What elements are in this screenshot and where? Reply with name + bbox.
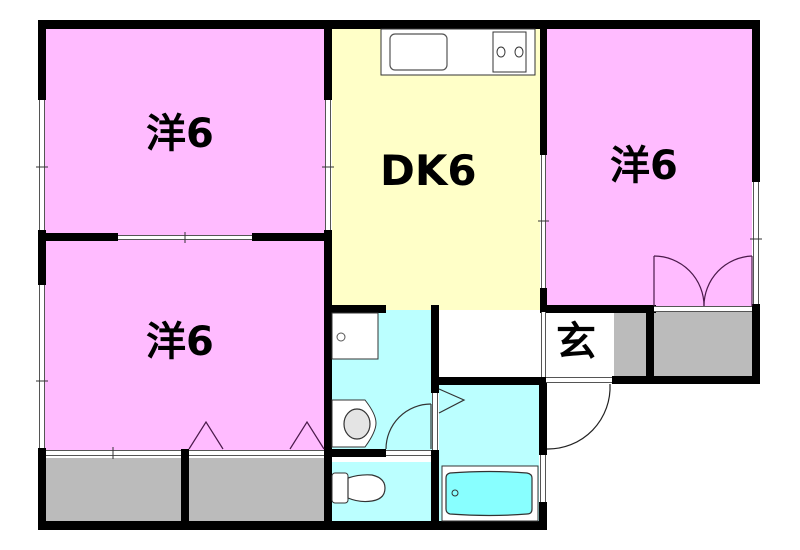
closet-right — [654, 312, 752, 376]
wall-left — [38, 20, 46, 100]
window-left-bottom — [39, 285, 45, 448]
hallway-area — [439, 310, 539, 378]
closet-folding-door-marks — [188, 420, 325, 450]
bathroom-door-marker — [438, 388, 466, 414]
wall-divider-left — [324, 230, 332, 530]
window-divider-left — [325, 100, 331, 230]
room-label-western-top-left: 洋6 — [146, 111, 214, 157]
wall-right — [752, 20, 760, 182]
western-room-bottom-left-area — [44, 240, 328, 453]
wall-closet-divider — [181, 449, 189, 529]
kitchen-sink-icon — [389, 33, 448, 71]
wall-left — [38, 448, 46, 530]
window-left-top — [39, 100, 45, 230]
entrance-door-opening — [546, 377, 612, 383]
window-right — [753, 182, 759, 304]
wall-toilet-top — [324, 449, 386, 457]
wall-divider-left — [324, 20, 332, 100]
wall-right — [752, 304, 760, 384]
wall-bottom — [38, 521, 547, 530]
bathtub-icon — [441, 465, 539, 522]
room-label-western-right: 洋6 — [610, 143, 678, 189]
kitchen-counter — [380, 28, 536, 76]
entrance-door-swing — [546, 383, 611, 450]
wall-between-left-rooms — [252, 233, 332, 241]
entrance-area — [546, 312, 612, 376]
wall-closet-right-left — [646, 305, 654, 384]
closet-bottom-left-2 — [189, 458, 325, 522]
washroom-door-opening — [386, 450, 431, 456]
wall-washroom-top — [324, 305, 386, 313]
wall-divider-right — [540, 20, 547, 155]
closet-door-bottom-left-2 — [189, 450, 324, 456]
entrance-step — [541, 312, 546, 377]
wall-bathroom-right — [539, 377, 547, 455]
closet-double-door-swing — [653, 255, 753, 307]
wall-bathroom-top — [431, 377, 547, 385]
wall-top — [38, 20, 758, 29]
room-label-dining-kitchen: DK6 — [380, 146, 477, 195]
closet-door-right — [654, 306, 752, 312]
closet-bottom-left-1 — [44, 458, 181, 522]
wall-left-room-bottom — [38, 448, 46, 456]
bathroom-door-opening — [432, 393, 438, 450]
wall-washroom-right — [431, 450, 439, 530]
washing-machine-pan — [331, 312, 379, 360]
shoe-storage — [614, 312, 646, 376]
window-ticks — [36, 166, 762, 459]
room-label-entrance: 玄 — [556, 319, 596, 365]
wall-between-left-rooms — [38, 233, 118, 241]
western-room-top-left-area — [44, 28, 328, 236]
wall-left — [38, 230, 46, 285]
bathroom-window — [540, 455, 546, 502]
wall-right-room-bottom — [540, 305, 656, 313]
western-room-right-area — [546, 28, 752, 306]
wall-bathroom-right — [539, 502, 547, 530]
wall-divider-right — [540, 288, 547, 312]
wall-entrance-bottom — [612, 376, 760, 384]
wall-washroom-right — [431, 305, 439, 393]
washroom-door-swing — [385, 403, 432, 450]
room-label-western-bottom-left: 洋6 — [146, 319, 214, 365]
toilet-bowl-icon — [331, 472, 386, 504]
wash-basin-icon — [331, 399, 377, 448]
